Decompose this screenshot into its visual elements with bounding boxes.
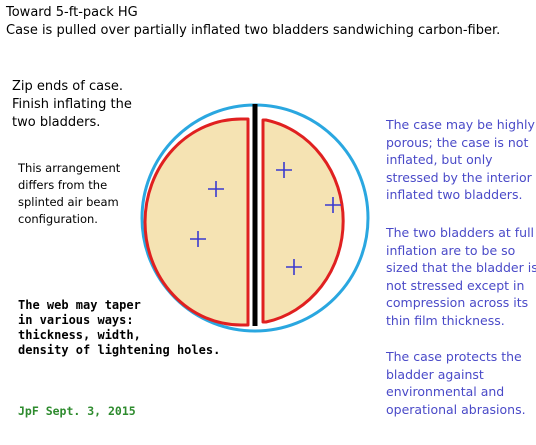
case-protection-note-line: environmental and	[386, 384, 505, 399]
case-porous-note-line: The case may be highly	[386, 117, 535, 132]
zip-note: Zip ends of case. Finish inflating the t…	[12, 78, 132, 132]
header-line: Toward 5-ft-pack HG	[6, 5, 138, 20]
right-bladder	[261, 118, 345, 324]
bladder-sizing-note-line: The two bladders at full	[386, 225, 535, 240]
plus-marks	[190, 162, 341, 275]
web-taper-note: The web may taper in various ways: thick…	[18, 298, 220, 358]
arrangement-note: This arrangement differs from the splint…	[18, 160, 120, 228]
bladder-sizing-note-line: not stressed except in	[386, 277, 525, 293]
header-text: Toward 5-ft-pack HG Case is pulled over …	[6, 4, 500, 40]
case-porous-note: The case may be highly porous; the case …	[386, 116, 535, 204]
web-taper-note-line: The web may taper	[18, 298, 141, 312]
carbon-fiber-web	[252, 104, 258, 326]
bladder-sizing-note-line: inflation are to be so	[386, 242, 516, 258]
web-taper-note-line: density of lightening holes.	[18, 343, 221, 357]
zip-note-line: Zip ends of case.	[12, 79, 123, 94]
plus-mark	[286, 259, 302, 275]
case-protection-note-line: The case protects the	[386, 349, 522, 364]
plus-mark	[325, 197, 341, 213]
signature: JpF Sept. 3, 2015	[18, 404, 136, 418]
left-bladder	[143, 117, 250, 327]
header-line: Case is pulled over partially inflated t…	[6, 23, 501, 38]
plus-mark	[276, 162, 292, 178]
plus-mark	[208, 181, 224, 197]
arrangement-note-line: differs from the	[18, 178, 108, 192]
case-protection-note-line: bladder against	[386, 366, 484, 382]
web-taper-note-line: in various ways:	[18, 313, 134, 327]
bladder-sizing-note-line: compression across its	[386, 295, 529, 310]
case-porous-note-line: porous; the case is not	[386, 134, 529, 150]
arrangement-note-line: configuration.	[18, 212, 98, 226]
bladder-sizing-note: The two bladders at full inflation are t…	[386, 224, 536, 329]
bladder-sizing-note-line: thin film thickness.	[386, 312, 505, 328]
zip-note-line: two bladders.	[12, 115, 101, 130]
case-protection-note: The case protects the bladder against en…	[386, 348, 526, 418]
bladder-sizing-note-line: sized that the bladder is	[386, 260, 536, 275]
case-porous-note-line: inflated, but only	[386, 152, 493, 167]
arrangement-note-line: This arrangement	[18, 161, 121, 175]
plus-mark	[190, 231, 206, 247]
case-porous-note-line: stressed by the interior	[386, 169, 532, 185]
case-protection-note-line: operational abrasions.	[386, 401, 526, 417]
web-taper-note-line: thickness, width,	[18, 328, 141, 342]
case-porous-note-line: inflated two bladders.	[386, 187, 523, 202]
arrangement-note-line: splinted air beam	[18, 195, 119, 209]
zip-note-line: Finish inflating the	[12, 97, 132, 112]
